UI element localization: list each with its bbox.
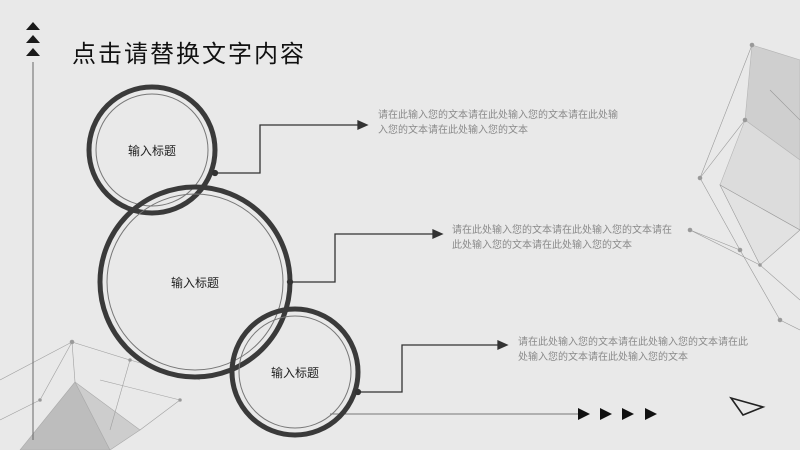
node-2-desc-line-1: 请在此处输入您的文本请在此处输入您的文本请在 — [452, 225, 672, 236]
node-2-description: 请在此处输入您的文本请在此处输入您的文本请在 此处输入您的文本请在此处输入您的文… — [452, 223, 672, 253]
connector-2 — [286, 228, 444, 286]
circle-node-1-label: 输入标题 — [128, 143, 176, 158]
node-1-description: 请在此输入您的文本请在此处输入您的文本请在此处输 入您的文本请在此处输入您的文本 — [378, 108, 618, 138]
triangle-outline-icon — [729, 396, 766, 416]
node-1-desc-line-1: 请在此输入您的文本请在此处输入您的文本请在此处输 — [378, 110, 618, 121]
circle-node-1 — [86, 84, 218, 216]
page-title: 点击请替换文字内容 — [72, 40, 306, 68]
node-3-description: 请在此处输入您的文本请在此处输入您的文本请在此 处输入您的文本请在此处输入您的文… — [518, 335, 748, 365]
circle-node-3-label: 输入标题 — [271, 365, 319, 380]
node-2-desc-line-2: 此处输入您的文本请在此处输入您的文本 — [452, 240, 632, 251]
circle-node-2-label: 输入标题 — [171, 275, 219, 290]
node-3-desc-line-2: 处输入您的文本请在此处输入您的文本 — [518, 352, 688, 363]
polygon-decoration-left — [0, 339, 201, 450]
node-3-desc-line-1: 请在此处输入您的文本请在此处输入您的文本请在此 — [518, 337, 748, 348]
node-1-desc-line-2: 入您的文本请在此处输入您的文本 — [378, 125, 528, 136]
connector-3 — [354, 339, 509, 396]
polygon-decoration-right — [687, 42, 800, 331]
connector-1 — [211, 119, 369, 177]
triangle-stack-icon — [26, 22, 40, 56]
circle-node-3 — [229, 306, 361, 438]
arrow-right-icons — [578, 408, 657, 420]
